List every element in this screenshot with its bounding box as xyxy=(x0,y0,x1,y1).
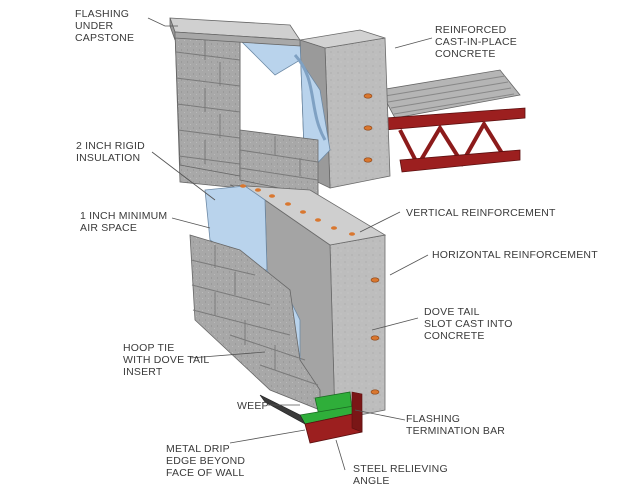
rebar-caps-top xyxy=(363,93,373,163)
label-dove-tail-slot: DOVE TAIL SLOT CAST INTO CONCRETE xyxy=(424,306,513,342)
leader-termination-bar xyxy=(354,409,406,421)
bottom-assembly xyxy=(189,184,387,444)
leader-relieving-angle xyxy=(335,439,346,471)
label-rigid-insulation: 2 INCH RIGID INSULATION xyxy=(76,140,145,164)
top-assembly xyxy=(169,17,526,197)
label-vertical-reinforcement: VERTICAL REINFORCEMENT xyxy=(406,207,556,219)
label-air-space: 1 INCH MINIMUM AIR SPACE xyxy=(80,210,168,234)
capstone xyxy=(169,17,301,47)
rebar-caps-vertical xyxy=(240,184,355,236)
leader-air-space xyxy=(171,217,211,229)
label-steel-relieving-angle: STEEL RELIEVING ANGLE xyxy=(353,463,448,487)
label-hoop-tie: HOOP TIE WITH DOVE TAIL INSERT xyxy=(123,342,210,378)
label-weep: WEEP xyxy=(237,400,269,412)
label-flashing-under-capstone: FLASHING UNDER CAPSTONE xyxy=(75,8,135,44)
label-metal-drip-edge: METAL DRIP EDGE BEYOND FACE OF WALL xyxy=(166,443,246,479)
label-horizontal-reinforcement: HORIZONTAL REINFORCEMENT xyxy=(432,249,598,261)
block-veneer-bottom xyxy=(189,234,321,411)
leader-lines xyxy=(147,17,433,471)
steel-deck xyxy=(379,69,526,173)
label-reinforced-concrete: REINFORCED CAST-IN-PLACE CONCRETE xyxy=(435,24,517,60)
leader-dove-tail xyxy=(371,317,419,331)
block-veneer-top xyxy=(174,31,319,197)
rebar-caps-horizontal xyxy=(370,277,380,395)
leader-rigid-insulation xyxy=(151,151,216,201)
leader-metal-drip xyxy=(229,429,306,444)
leader-vertical-reinforcement xyxy=(359,211,401,233)
leader-horizontal-reinforcement xyxy=(389,254,429,276)
label-flashing-termination-bar: FLASHING TERMINATION BAR xyxy=(406,413,506,437)
flashing-and-angle xyxy=(259,391,363,444)
leader-hoop-tie xyxy=(189,351,266,359)
leader-flashing-capstone xyxy=(147,17,178,27)
leader-reinforced-concrete xyxy=(394,37,433,49)
